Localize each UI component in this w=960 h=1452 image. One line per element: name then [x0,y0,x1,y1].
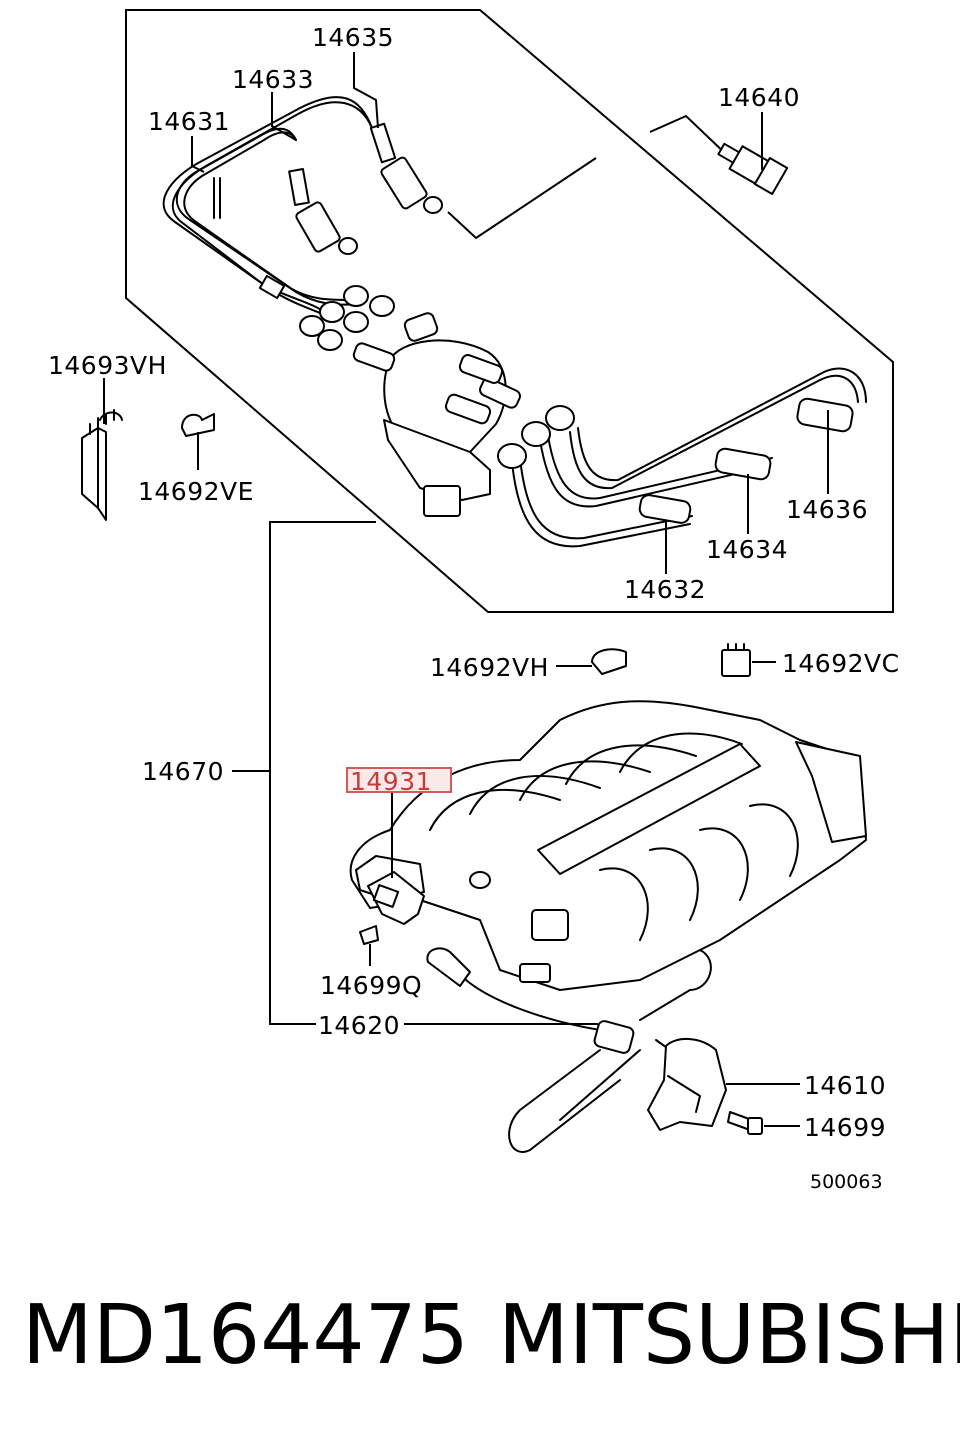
part-number: MD164475 [22,1288,469,1383]
label-14620: 14620 [318,1011,400,1040]
label-14633: 14633 [232,65,314,94]
bracket-14610 [647,1038,800,1131]
cable-group-frame [125,9,894,613]
label-14692vc: 14692VC [782,649,900,678]
bracket-14693vh [81,378,123,521]
spark-plug [717,112,789,195]
label-14931: 14931 [350,767,432,796]
spark-plug-frame [649,114,731,159]
clip-14692vh [556,648,627,675]
intake-manifold [349,700,867,991]
label-14610: 14610 [804,1071,886,1100]
clip-14692vc [721,643,776,677]
label-14634: 14634 [706,535,788,564]
bolt-14699 [727,1111,800,1135]
sensor-cable-14620 [404,947,635,1054]
clip-14692ve [181,413,215,470]
spark-plug-frame-lower [447,157,597,240]
label-14692ve: 14692VE [138,477,254,506]
label-14699: 14699 [804,1113,886,1142]
label-14692vh: 14692VH [430,653,549,682]
label-14631: 14631 [148,107,230,136]
screw-14699q [359,925,379,966]
group-bracket-14670 [269,521,376,1025]
label-14640: 14640 [718,83,800,112]
label-14636: 14636 [786,495,868,524]
label-14632: 14632 [624,575,706,604]
diagram-code: 500063 [810,1171,883,1193]
label-14670: 14670 [142,757,224,786]
cable-set-lower [497,367,867,548]
cable-set-upper [162,96,443,351]
label-14635: 14635 [312,23,394,52]
label-14693vh: 14693VH [48,351,167,380]
brand-name: MITSUBISHI [498,1288,960,1383]
label-14699q: 14699Q [320,971,422,1000]
highlight-box-14931 [346,767,452,793]
product-footer: MD164475 MITSUBISHI [0,1288,960,1398]
distributor-cap [352,312,521,517]
